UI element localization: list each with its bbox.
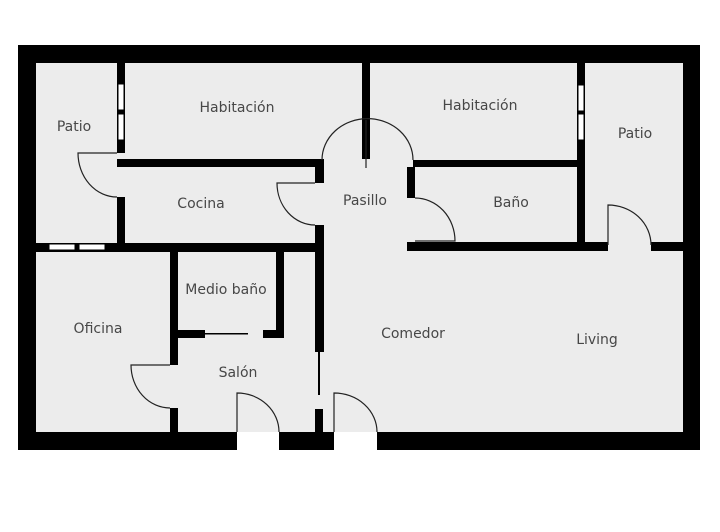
wall-oficina-salon [170, 408, 178, 432]
door-comedor-entrance[interactable] [333, 392, 378, 433]
door-bano[interactable] [414, 197, 456, 242]
room-label-habitacion-left: Habitación [200, 100, 275, 116]
door-patio-cocina[interactable] [77, 152, 118, 198]
room-label-salon: Salón [219, 365, 258, 381]
wall-cocina-oficina [36, 243, 324, 252]
room-label-patio-right: Patio [618, 126, 652, 142]
door-cocina[interactable] [276, 182, 316, 226]
wall-patio-living [651, 242, 683, 251]
wall-habitacion-cocina [117, 159, 322, 167]
wall-stub-bottom [315, 409, 323, 432]
room-label-living: Living [576, 332, 618, 348]
door-habitaciones[interactable] [321, 118, 414, 168]
room-label-cocina: Cocina [177, 196, 224, 212]
partition-line-comedor [318, 352, 320, 395]
room-label-comedor: Comedor [381, 326, 445, 342]
window-cocina-oficina [48, 243, 106, 251]
wall-pasillo-left [315, 225, 324, 352]
exterior-wall-right [683, 45, 700, 450]
wall-cocina-pasillo-top [315, 159, 324, 183]
room-label-patio-left: Patio [57, 119, 91, 135]
sliding-door [205, 333, 248, 335]
exterior-wall-bottom-2 [279, 432, 334, 450]
room-label-habitacion-right: Habitación [443, 98, 518, 114]
wall-habitacion-bano [413, 160, 585, 167]
exterior-wall-left [18, 45, 36, 450]
room-label-bano: Baño [493, 195, 529, 211]
wall-bano-living [407, 242, 608, 251]
wall-habitacion-patio [577, 63, 585, 245]
room-label-medio-bano: Medio baño [185, 282, 266, 298]
room-label-pasillo: Pasillo [343, 193, 387, 209]
window-habitacion-patio [577, 84, 585, 141]
wall-habitaciones [362, 63, 370, 159]
door-oficina[interactable] [130, 364, 171, 409]
wall-oficina-medio-bano [170, 252, 178, 365]
wall-patio-cocina [117, 197, 125, 247]
room-label-oficina: Oficina [74, 321, 123, 337]
door-salon-entrance[interactable] [236, 392, 280, 433]
exterior-wall-bottom-3 [377, 432, 700, 450]
wall-medio-bano-right [276, 252, 284, 338]
wall-medio-bano-bottom-right [263, 330, 284, 338]
door-patio-living[interactable] [607, 204, 652, 246]
window-patio-habitacion [117, 83, 125, 141]
wall-bano-left [407, 167, 415, 198]
wall-medio-bano-bottom-left [178, 330, 205, 338]
exterior-wall-top [18, 45, 700, 63]
exterior-wall-bottom-1 [18, 432, 237, 450]
